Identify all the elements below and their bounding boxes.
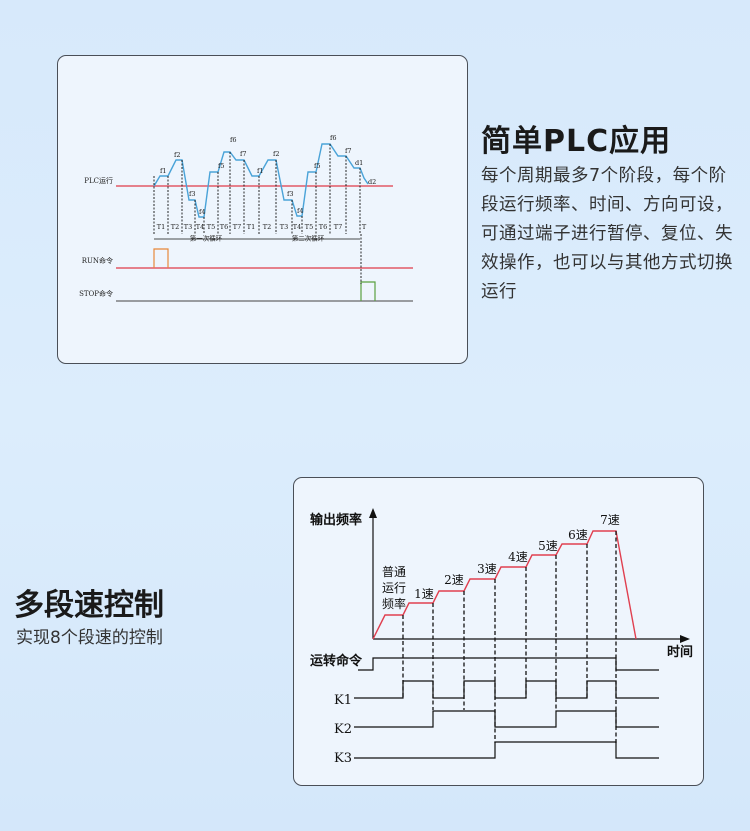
- plc-section-title: 简单PLC应用: [481, 124, 672, 159]
- time-label: T2: [171, 223, 179, 231]
- multispeed-section-title: 多段速控制: [14, 588, 164, 623]
- time-label: T4: [196, 223, 204, 231]
- time-label: T7: [233, 223, 241, 231]
- time-label: T1: [247, 223, 255, 231]
- speed-label: 5速: [538, 539, 558, 553]
- time-label: T7: [334, 223, 342, 231]
- speed-label: 7速: [600, 513, 620, 527]
- time-label: T3: [280, 223, 288, 231]
- freq-label: f7: [240, 150, 247, 158]
- freq-label: f1: [257, 167, 264, 175]
- k3-signal: [354, 741, 659, 759]
- time-label: T5: [207, 223, 215, 231]
- speed-label: 2速: [444, 573, 464, 587]
- time-label: T4: [293, 223, 301, 231]
- freq-label: f1: [160, 167, 167, 175]
- time-label: T1: [157, 223, 165, 231]
- speed-label: 6速: [568, 528, 588, 542]
- k1-signal: [354, 680, 659, 699]
- run-command-label: RUN命令: [82, 256, 113, 265]
- plc-section-description: 每个周期最多7个阶段，每个阶段运行频率、时间、方向可设，可通过端子进行暂停、复位…: [481, 166, 733, 302]
- run-command-signal: [358, 657, 659, 671]
- normal-frequency-label: 普通 运行 频率: [382, 565, 406, 611]
- plc-diagram-panel: PLC运行 RUN命令 STOP命令 第一次循环 第二次循环: [57, 55, 468, 364]
- time-label: T5: [305, 223, 313, 231]
- freq-label: d2: [368, 178, 376, 186]
- freq-label: f4: [199, 208, 206, 216]
- normal-label-line: 频率: [382, 596, 406, 611]
- speed-label: 1速: [414, 587, 434, 601]
- freq-label: f2: [174, 151, 181, 159]
- plc-timing-diagram: PLC运行 RUN命令 STOP命令 第一次循环 第二次循环: [79, 134, 413, 302]
- normal-label-line: 运行: [382, 581, 406, 595]
- run-command-label: 运转命令: [310, 653, 363, 669]
- y-axis-label: 输出频率: [310, 512, 362, 528]
- time-label: T3: [184, 223, 192, 231]
- cycle2-label: 第二次循环: [292, 234, 325, 243]
- k2-signal: [354, 710, 659, 728]
- x-axis-arrow: [680, 635, 690, 643]
- speed-label: 4速: [508, 550, 528, 564]
- stage-dividers: [153, 144, 362, 284]
- plc-run-label: PLC运行: [84, 176, 113, 185]
- y-axis-arrow: [369, 508, 377, 518]
- freq-label: d1: [355, 159, 363, 167]
- multispeed-timing-diagram: 输出频率 时间 1速 2速 3速 4速 5速 6速 7速 普通 运行 频率: [310, 508, 693, 766]
- time-labels: T1 T2 T3 T4 T5 T6 T7 T1 T2 T3 T4 T5 T6 T…: [157, 223, 367, 231]
- freq-label: f6: [230, 136, 237, 144]
- speed-label: 3速: [477, 562, 497, 576]
- freq-label: f5: [314, 162, 321, 170]
- multispeed-diagram-panel: 输出频率 时间 1速 2速 3速 4速 5速 6速 7速 普通 运行 频率: [293, 477, 704, 786]
- frequency-labels: f1 f2 f3 f4 f5 f6 f7 f1 f2 f3 f4 f5 f6 f…: [160, 134, 376, 216]
- freq-label: f4: [297, 207, 304, 215]
- freq-label: f5: [218, 162, 225, 170]
- signal-label-k1: K1: [334, 693, 352, 708]
- freq-label: f6: [330, 134, 337, 142]
- stop-pulse: [360, 281, 376, 301]
- cycle1-label: 第一次循环: [190, 234, 223, 243]
- normal-label-line: 普通: [382, 565, 406, 579]
- time-label: T: [362, 223, 367, 231]
- signal-label-k3: K3: [334, 751, 352, 766]
- time-label: T6: [220, 223, 228, 231]
- signal-label-k2: K2: [334, 722, 352, 737]
- x-axis-label: 时间: [667, 644, 693, 660]
- multispeed-section-description: 实现8个段速的控制: [16, 628, 163, 648]
- freq-label: f3: [287, 190, 294, 198]
- speed-labels: 1速 2速 3速 4速 5速 6速 7速: [414, 513, 620, 601]
- stop-command-label: STOP命令: [79, 289, 113, 298]
- time-label: T2: [263, 223, 271, 231]
- freq-label: f2: [273, 150, 280, 158]
- time-label: T6: [319, 223, 327, 231]
- run-pulse: [153, 248, 169, 268]
- freq-label: f7: [345, 147, 352, 155]
- frequency-curve: [153, 143, 369, 218]
- frequency-staircase: [372, 530, 637, 640]
- freq-label: f3: [189, 190, 196, 198]
